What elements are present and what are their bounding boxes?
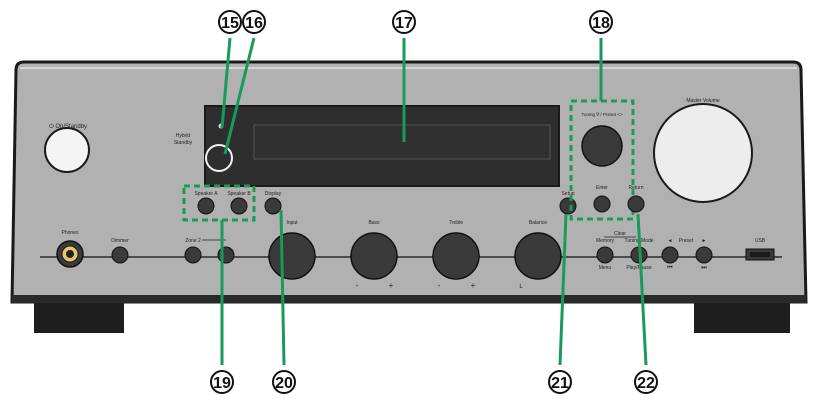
menu-label: Menu: [599, 265, 612, 271]
preset-right-arrow: ►: [702, 238, 707, 244]
callout-15: 15: [218, 10, 242, 34]
callout-19-box: [182, 184, 256, 222]
bass-label: Bass: [368, 220, 380, 226]
master-volume-knob[interactable]: [653, 103, 753, 203]
input-label: Input: [286, 220, 298, 226]
play-pause-label: Play/Pause: [626, 265, 652, 271]
memory-button[interactable]: [596, 246, 614, 264]
balance-knob[interactable]: [514, 232, 562, 280]
return-label: Return: [628, 185, 643, 191]
phones-label: Phones: [62, 230, 79, 236]
treble-label: Treble: [449, 220, 463, 226]
preset-label: Preset: [679, 238, 694, 244]
callout-17: 17: [392, 10, 416, 34]
svg-text:16: 16: [245, 15, 263, 32]
display-button[interactable]: [264, 197, 282, 215]
bass-plus: +: [389, 281, 394, 290]
callout-19: 19: [210, 370, 234, 394]
speaker-a-label: Speaker A: [194, 191, 218, 197]
zone2-level-button[interactable]: [217, 246, 235, 264]
master-volume-label: Master Volume: [686, 98, 720, 104]
svg-text:20: 20: [275, 375, 293, 392]
svg-text:21: 21: [551, 375, 569, 392]
speaker-a-button[interactable]: [197, 197, 215, 215]
svg-text:18: 18: [592, 15, 610, 32]
display-screen: [253, 124, 551, 160]
bass-knob[interactable]: [350, 232, 398, 280]
svg-text:15: 15: [221, 15, 239, 32]
setup-button[interactable]: [559, 197, 577, 215]
callout-18: 18: [589, 10, 613, 34]
bass-minus: -: [356, 281, 359, 290]
treble-minus: -: [438, 281, 441, 290]
svg-text:17: 17: [395, 15, 413, 32]
memory-label: Memory: [596, 238, 615, 244]
balance-label: Balance: [529, 220, 547, 226]
clear-label: Clear: [614, 231, 626, 237]
dimmer-label: Dimmer: [111, 238, 129, 244]
enter-label: Enter: [596, 185, 608, 191]
zone2-button[interactable]: [184, 246, 202, 264]
treble-knob[interactable]: [432, 232, 480, 280]
svg-text:19: 19: [213, 375, 231, 392]
on-standby-button[interactable]: [44, 127, 90, 173]
speaker-b-button[interactable]: [230, 197, 248, 215]
next-track-label: ⏭: [701, 265, 707, 271]
speaker-b-label: Speaker B: [227, 191, 251, 197]
remote-sensor-ring: [205, 144, 233, 172]
callout-leaders: [220, 37, 648, 366]
usb-label: USB: [755, 238, 766, 244]
return-button[interactable]: [627, 195, 645, 213]
on-standby-label: ⏻ On/Standby: [49, 123, 87, 130]
preset-up-button[interactable]: [695, 246, 713, 264]
bottom-bezel: [12, 295, 806, 303]
svg-text:22: 22: [637, 375, 655, 392]
enter-button[interactable]: [593, 195, 611, 213]
callout-20: 20: [272, 370, 296, 394]
preset-left-arrow: ◄: [668, 238, 673, 244]
prev-track-label: ⏮: [667, 265, 673, 271]
zone2-label: Zone 2: [185, 238, 201, 244]
left-foot: [34, 303, 124, 333]
input-knob[interactable]: [268, 232, 316, 280]
callout-16: 16: [242, 10, 266, 34]
display-label: Display: [265, 191, 282, 197]
callout-21: 21: [548, 370, 572, 394]
setup-label: Setup: [561, 191, 574, 197]
hybrid-label-1: Hybrid: [176, 133, 191, 139]
tuning-preset-dial[interactable]: [581, 125, 623, 167]
dimmer-button[interactable]: [111, 246, 129, 264]
preset-down-button[interactable]: [661, 246, 679, 264]
hybrid-label-2: Standby: [174, 140, 193, 146]
balance-left: L: [519, 284, 523, 290]
right-foot: [694, 303, 790, 333]
treble-plus: +: [471, 281, 476, 290]
callout-22: 22: [634, 370, 658, 394]
tuning-preset-label: Tuning ∇ / Preset <>: [581, 112, 622, 117]
